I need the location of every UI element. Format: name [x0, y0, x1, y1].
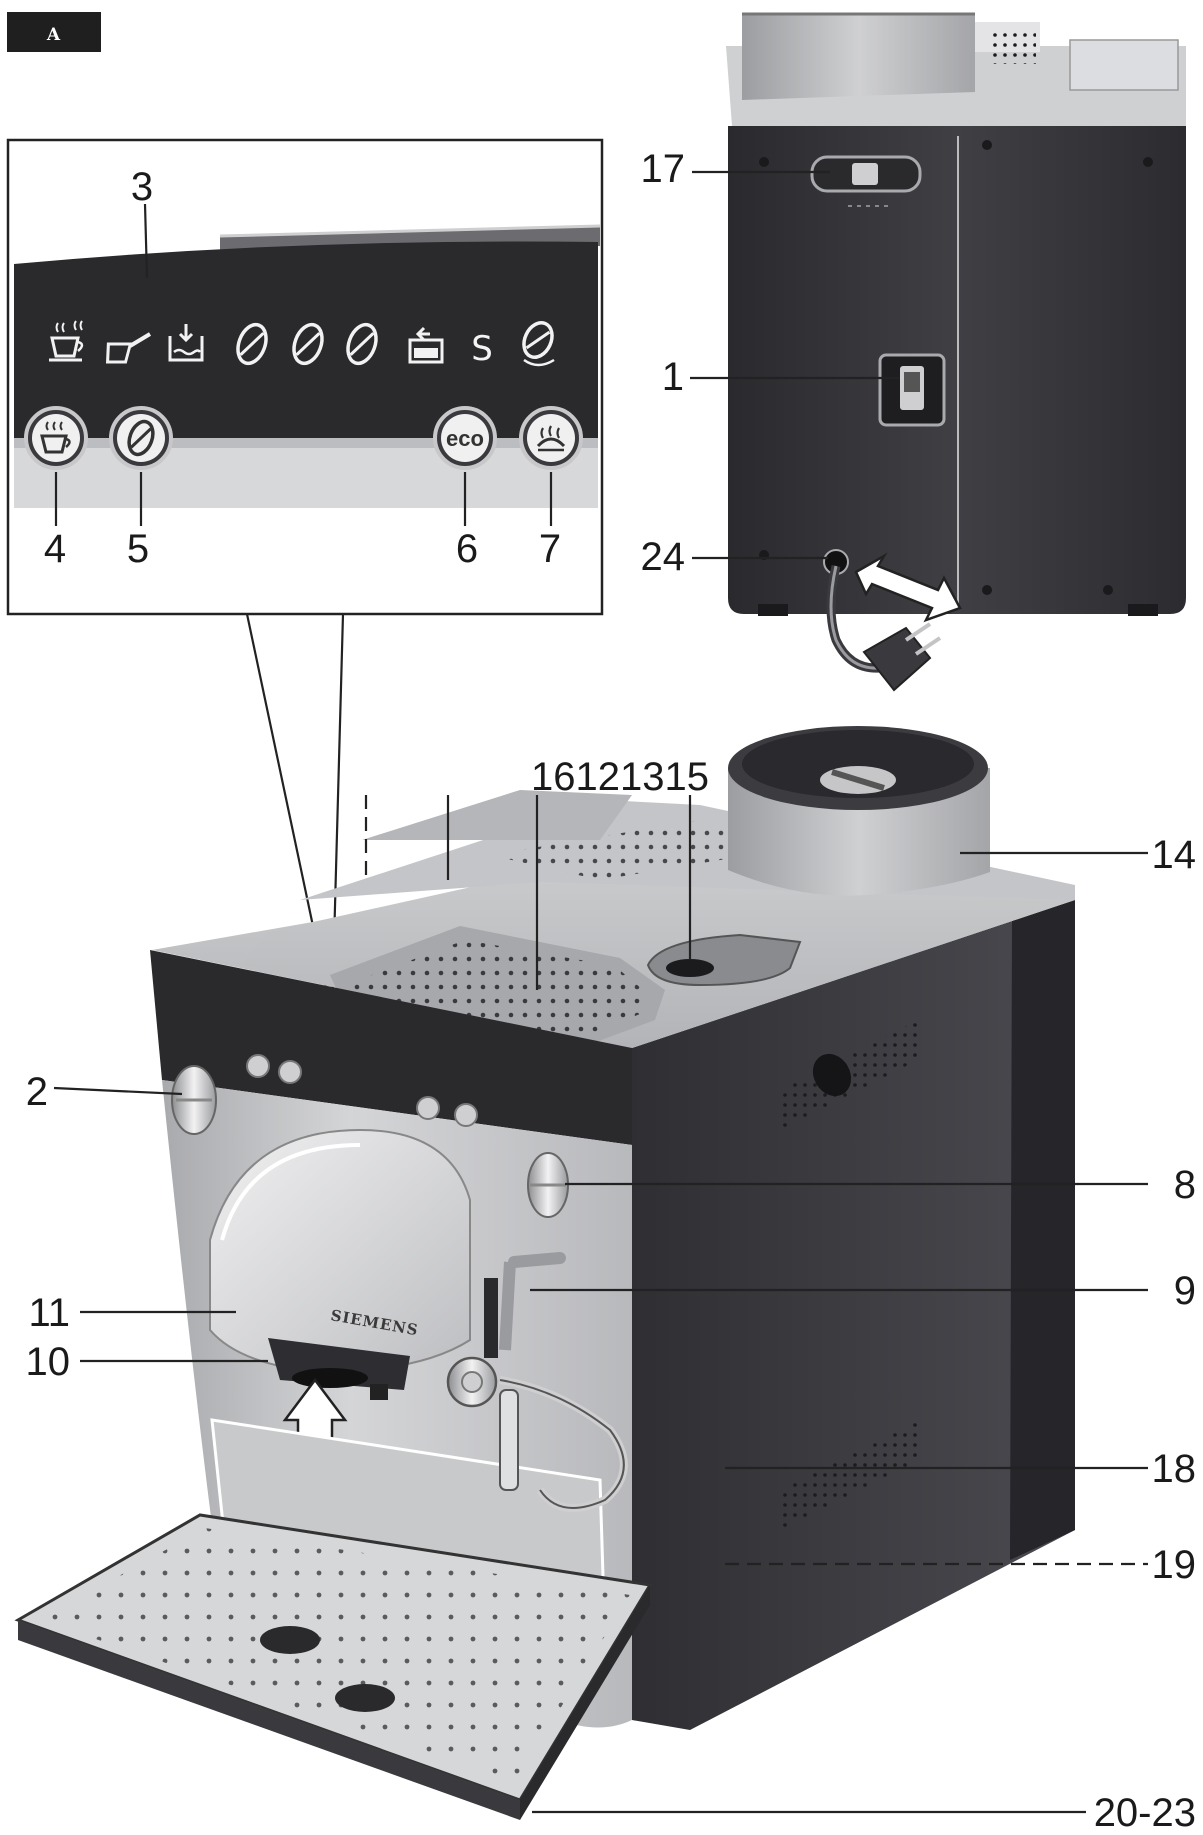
callout-18: 18 [1152, 1447, 1197, 1491]
power-cord[interactable] [823, 549, 942, 692]
callout-20-23: 20-23 [1094, 1791, 1196, 1835]
hot-cup-icon [40, 421, 71, 454]
callout-10: 10 [26, 1340, 71, 1384]
inset-silver-band [14, 438, 598, 508]
steam-nozzle[interactable] [446, 1252, 628, 1512]
inset-lid-highlight [219, 224, 601, 238]
callout-2: 2 [26, 1070, 48, 1114]
figure-badge: A [7, 12, 101, 52]
back-bean-hopper [742, 14, 975, 100]
callout-6: 6 [456, 527, 478, 571]
band-button-bean[interactable] [278, 1060, 302, 1084]
machine-front-view: SIEMENS [14, 726, 1075, 1820]
inset-band-shadow [14, 438, 598, 448]
callout-17: 17 [641, 147, 686, 191]
rotary-knob-right[interactable] [527, 1152, 569, 1218]
bean-strength-icon-3 [346, 322, 378, 366]
back-vent-top [990, 32, 1036, 64]
callout-14: 14 [1152, 833, 1197, 877]
panel-symbols: S [49, 320, 555, 369]
callout-19: 19 [1152, 1543, 1197, 1587]
cup-warmer-grid [345, 940, 650, 1038]
side-handle-recess [812, 1053, 852, 1097]
machine-side-panel [632, 900, 1075, 1730]
s-icon: S [471, 329, 493, 369]
figure-badge-box [7, 12, 101, 52]
callout-3: 3 [131, 165, 153, 209]
steam-button[interactable] [519, 406, 583, 470]
cord-arrow [854, 552, 962, 623]
control-panel-inset: S [6, 138, 604, 616]
bean-strength-icon-2 [292, 322, 324, 366]
machine-back-view [690, 12, 1186, 692]
bean-rotate-icon [522, 321, 555, 367]
figure-badge-label: A [46, 25, 61, 45]
front-control-band [150, 950, 632, 1145]
band-button-eco[interactable] [416, 1096, 440, 1120]
drip-tray-float [260, 1626, 320, 1654]
callout-24: 24 [641, 535, 686, 579]
water-tank-icon [168, 324, 204, 362]
callout-16-12-13-15: 16121315 [531, 755, 709, 799]
water-hardness-slider[interactable] [810, 155, 922, 207]
bean-strength-button[interactable] [109, 406, 173, 470]
callout-4: 4 [44, 527, 66, 571]
drip-tray[interactable] [14, 1513, 653, 1820]
bean-hopper[interactable] [728, 726, 990, 896]
brew-unit-cover[interactable]: SIEMENS [209, 1128, 471, 1374]
hot-cup-button[interactable] [24, 406, 88, 470]
rotary-knob-left[interactable] [171, 1065, 217, 1135]
leader-3 [143, 203, 149, 279]
descale-icon [408, 326, 444, 364]
machine-side-shadow [1010, 900, 1075, 1560]
band-button-steam[interactable] [454, 1103, 478, 1127]
callout-5: 5 [127, 527, 149, 571]
callout-11: 11 [28, 1291, 70, 1335]
inset-dark-panel [14, 241, 598, 438]
eco-button[interactable]: eco [433, 406, 497, 470]
water-tank-lid[interactable] [362, 790, 632, 840]
leader-2 [53, 1086, 183, 1096]
eco-icon: eco [446, 426, 484, 451]
callout-7: 7 [539, 527, 561, 571]
power-switch[interactable] [878, 353, 946, 427]
side-vent-lower [780, 1420, 920, 1530]
callout-9: 9 [1174, 1269, 1196, 1313]
coffee-outlet[interactable] [268, 1338, 410, 1400]
steam-jug-icon [105, 332, 152, 364]
hot-water-cup-icon [49, 320, 84, 362]
bean-strength-icon-1 [236, 322, 268, 366]
callout-8: 8 [1174, 1163, 1196, 1207]
bean-icon [127, 419, 155, 457]
steam-icon [536, 425, 566, 452]
back-top-panel [1069, 39, 1179, 91]
band-button-cup[interactable] [246, 1054, 270, 1078]
callout-1: 1 [662, 355, 684, 399]
